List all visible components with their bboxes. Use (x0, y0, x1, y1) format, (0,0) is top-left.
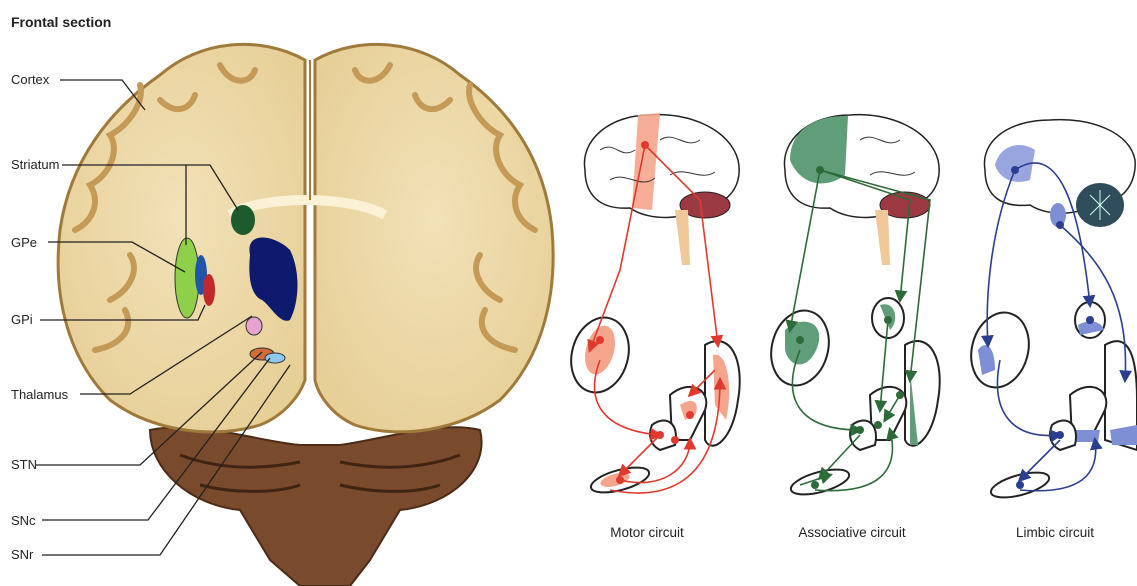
frontal-section-brain (58, 44, 553, 586)
right-hemisphere (315, 44, 553, 432)
gpi-inner-structure (203, 274, 215, 306)
stn-structure (246, 317, 262, 335)
associative-circuit-diagram (763, 115, 940, 500)
striatum-structure (231, 205, 255, 235)
motor-brain-icon (584, 113, 739, 265)
limbic-circuit-diagram (963, 120, 1137, 503)
limbic-brain-icon (984, 120, 1135, 227)
associative-brain-icon (784, 115, 939, 265)
motor-circuit-diagram (563, 113, 740, 497)
